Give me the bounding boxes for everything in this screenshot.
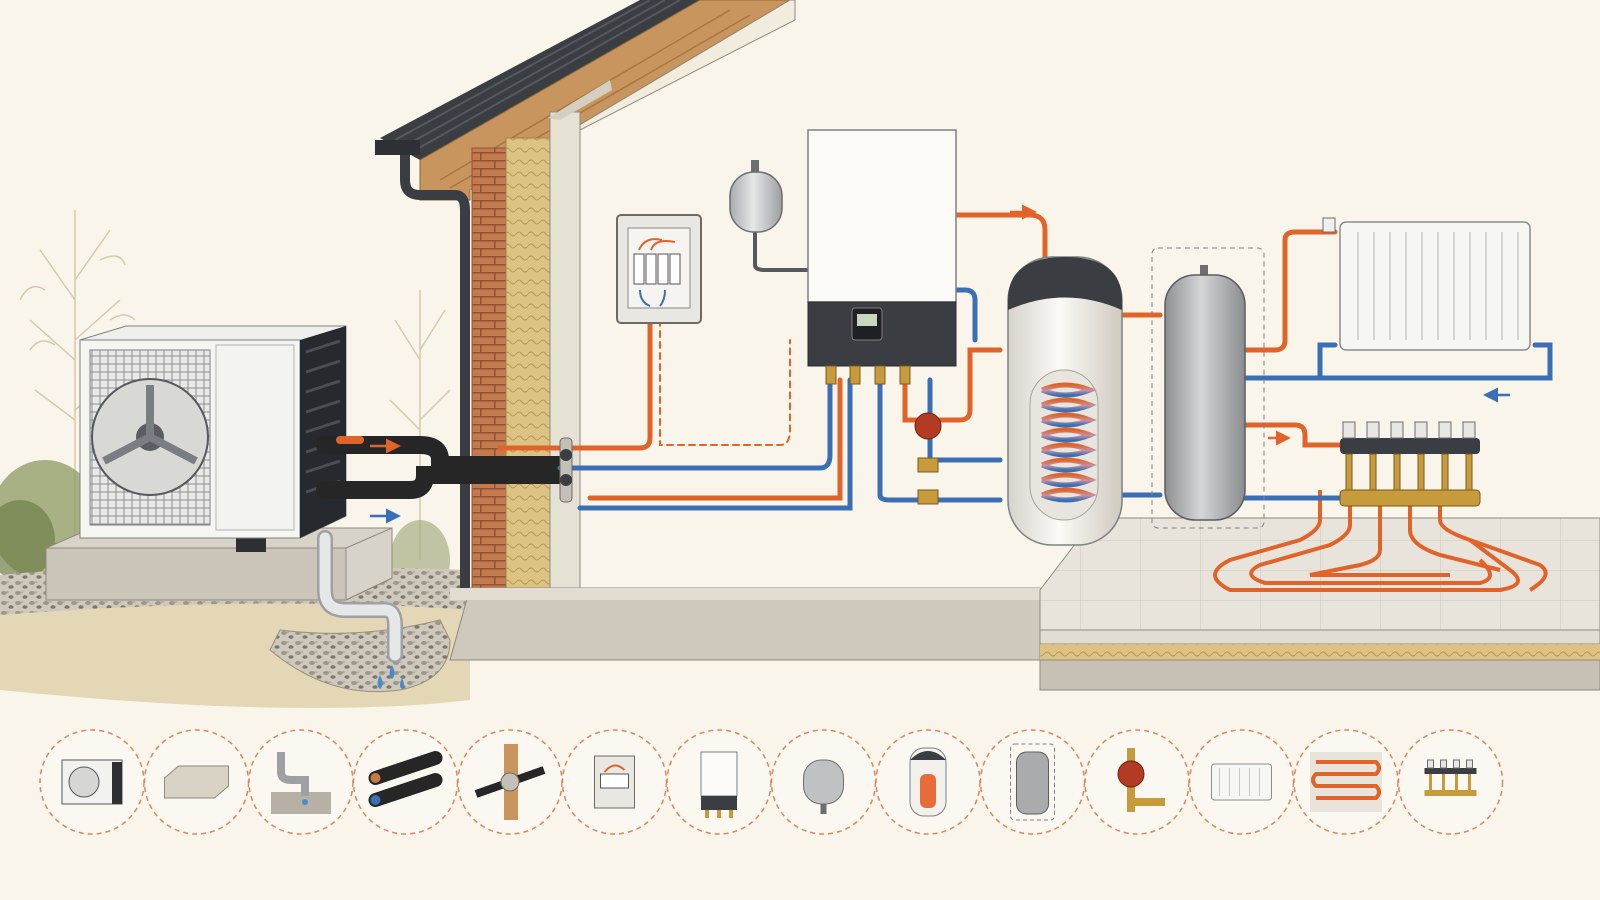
component-icon-wall-penetration	[457, 729, 563, 835]
circulation-pump-icon	[1117, 748, 1165, 812]
component-icon-underfloor-heating	[1293, 729, 1399, 835]
heat-pump-indoor-unit	[807, 129, 957, 385]
component-icon-row	[39, 729, 1504, 835]
component-icon-circulation-pump	[1084, 729, 1190, 835]
expansion-vessel	[729, 160, 783, 233]
heat-pump-outdoor-unit-icon	[61, 759, 123, 805]
component-icon-concrete-base	[143, 729, 250, 835]
component-icon-electrical-panel	[561, 729, 668, 835]
component-icon-outdoor-unit	[39, 729, 145, 835]
indoor-unit-icon	[700, 751, 738, 818]
condensate-drain	[317, 530, 404, 689]
radiator-icon	[1211, 763, 1272, 801]
insulated-pipes-icon	[368, 751, 443, 807]
pipework	[316, 212, 1553, 511]
flow-arrows	[370, 204, 1510, 524]
manifold-icon	[1424, 759, 1477, 796]
wall-penetration-sleeve	[559, 437, 573, 503]
background-trees	[19, 210, 451, 560]
concrete-base-icon	[164, 765, 229, 799]
buffer-tank-icon	[1010, 743, 1055, 821]
component-icon-manifold	[1397, 729, 1504, 835]
wall-penetration-icon	[474, 744, 546, 820]
hot-water-cylinder-icon	[909, 747, 947, 817]
hot-water-cylinder	[1007, 256, 1123, 546]
component-icon-radiator	[1188, 729, 1295, 835]
underfloor-heating-loops	[1213, 490, 1548, 592]
circulation-pump	[914, 412, 942, 505]
component-icon-condensate-drain	[248, 729, 354, 835]
electrical-panel	[616, 214, 702, 324]
underfloor-manifold	[1339, 421, 1481, 507]
house-structure	[375, 0, 796, 590]
indoor-floor	[449, 517, 1600, 691]
component-icon-indoor-unit	[666, 729, 772, 835]
expansion-vessel-icon	[803, 759, 844, 814]
buffer-tank	[1151, 247, 1265, 529]
component-icon-expansion-vessel	[770, 729, 877, 835]
radiator	[1322, 217, 1531, 351]
component-icon-insulated-pipes	[352, 729, 459, 835]
condensate-drain-icon	[271, 752, 331, 814]
electrical-panel-icon	[594, 755, 635, 809]
component-icon-hot-water-cylinder	[875, 729, 981, 835]
heat-pump-outdoor-unit	[79, 325, 347, 552]
underfloor-heating-icon	[1310, 752, 1382, 812]
component-icon-buffer-tank	[979, 729, 1086, 835]
concrete-base	[45, 527, 393, 601]
